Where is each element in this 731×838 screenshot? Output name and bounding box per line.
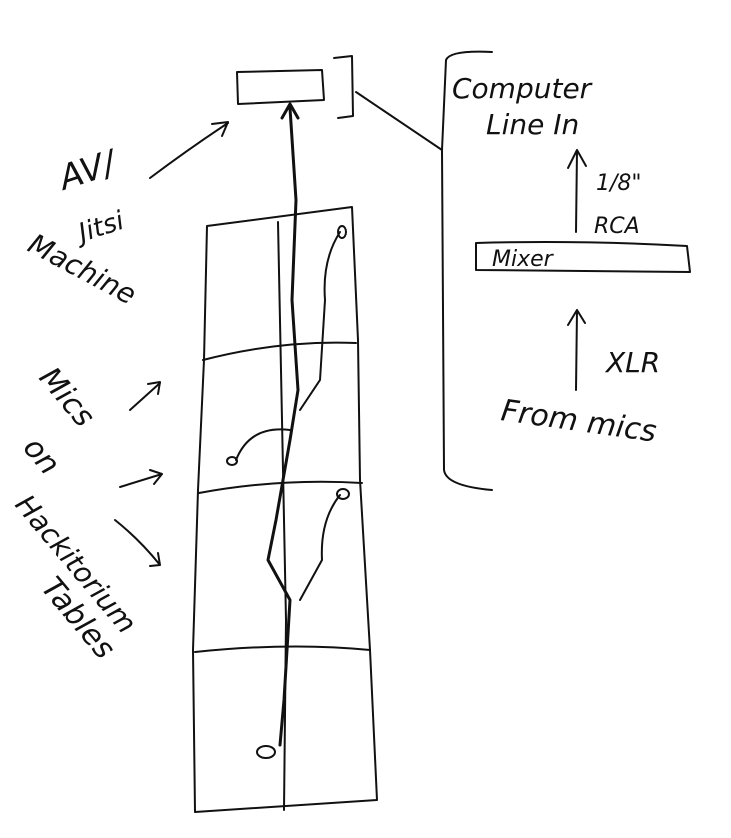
mixer-box (475, 241, 691, 273)
arrowhead-up (280, 102, 300, 120)
from-mics-label: From mics (499, 393, 659, 449)
arrow-mics-2 (119, 469, 163, 488)
mic-icon (256, 745, 276, 759)
table-divider-3 (194, 645, 371, 653)
table-divider-2 (198, 480, 363, 494)
computer-label: Computer (452, 72, 593, 105)
connector-line (355, 91, 443, 151)
mic-cable-2 (235, 428, 291, 461)
table-center-line (277, 221, 287, 811)
mixer-label: Mixer (492, 247, 555, 272)
on-word: on (16, 431, 67, 482)
rca-label: RCA (594, 214, 640, 239)
tables-outline (192, 206, 378, 813)
av-label: AV/ (53, 142, 124, 199)
mic-cable-3 (299, 494, 341, 601)
main-cable (266, 106, 300, 747)
arrow-mics-3 (114, 519, 161, 567)
arrow-to-av (149, 121, 229, 179)
arrow-rca (567, 149, 587, 233)
eighth-inch-label: 1/8" (596, 171, 642, 196)
jitsi-label: Jitsi (70, 206, 128, 250)
av-machine-side (333, 55, 354, 119)
xlr-label: XLR (604, 346, 660, 379)
arrow-xlr (567, 309, 586, 391)
arrow-mics-1 (129, 381, 161, 411)
mic-cable-1 (299, 231, 341, 411)
mics-word: Mics (32, 361, 101, 434)
mic-icon (226, 456, 238, 466)
mic-icon (336, 488, 350, 500)
mics-label: Mics on Hackitorium Tables (9, 361, 144, 666)
right-bracket (441, 50, 493, 491)
mic-icon (337, 225, 347, 239)
line-in-label: Line In (486, 108, 579, 141)
av-machine-box (236, 69, 325, 105)
av-machine-label: AV/ Jitsi Machine (23, 142, 142, 311)
